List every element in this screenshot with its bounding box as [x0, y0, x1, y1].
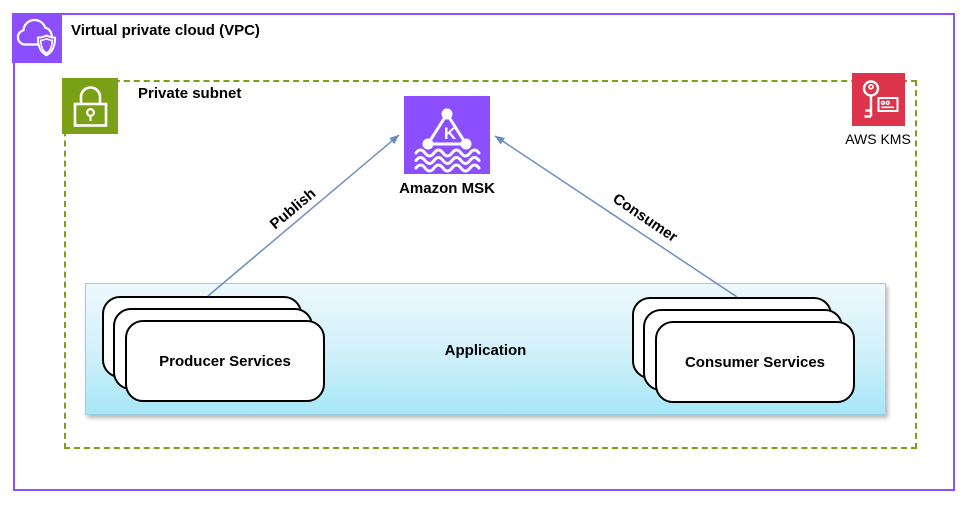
vpc-label: Virtual private cloud (VPC): [71, 22, 260, 39]
kms-key-glyph: [862, 80, 899, 118]
lock-glyph: [73, 86, 108, 127]
msk-kafka-glyph: K: [414, 108, 481, 173]
vpc-cloud-shield-icon: [12, 13, 62, 63]
producer-card-front: Producer Services: [125, 320, 325, 402]
consumer-card-front: Consumer Services: [655, 321, 855, 403]
private-subnet-label: Private subnet: [138, 85, 242, 102]
producer-services-label: Producer Services: [159, 352, 291, 370]
consumer-services-stack: Consumer Services: [632, 297, 856, 403]
svg-text:K: K: [444, 124, 457, 143]
aws-kms-label: AWS KMS: [845, 131, 911, 147]
producer-services-stack: Producer Services: [102, 296, 326, 402]
amazon-msk-label: Amazon MSK: [399, 180, 495, 197]
private-subnet-container: [64, 80, 917, 449]
private-subnet-lock-icon: [62, 78, 118, 134]
vpc-cloud-shield-glyph: [16, 18, 57, 57]
amazon-msk-icon: K: [404, 96, 490, 174]
aws-kms-icon: [852, 73, 905, 126]
application-label: Application: [444, 342, 527, 359]
consumer-services-label: Consumer Services: [684, 353, 826, 371]
